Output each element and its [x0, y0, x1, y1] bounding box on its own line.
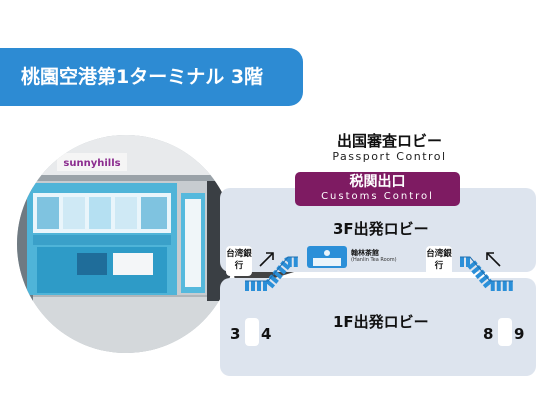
shop-sign-text: sunnyhills — [63, 158, 120, 169]
floor-1f-area — [220, 278, 536, 376]
bank-right: 台湾銀行 — [426, 246, 452, 276]
customs-exit-en: Customs Control — [321, 191, 434, 202]
gate-right-marker — [498, 318, 512, 346]
passport-control-jp: 出国審査ロビー — [336, 132, 442, 150]
title-banner: 桃園空港第1ターミナル 3階 — [0, 48, 303, 106]
gate-9-label: 9 — [514, 325, 525, 343]
counter-icon — [313, 250, 341, 266]
escalator-left-icon — [245, 256, 298, 291]
floor-1f-label: 1F出発ロビー — [333, 313, 429, 331]
gate-left-marker — [245, 318, 259, 346]
passport-control-en: Passport Control — [332, 150, 447, 163]
escalator-right-icon — [460, 256, 513, 291]
floor-3f-label: 3F出発ロビー — [333, 220, 429, 238]
gate-8-label: 8 — [483, 325, 494, 343]
customs-exit-box: 税関出口 Customs Control — [295, 172, 460, 206]
arrow-up-left-right-icon — [486, 252, 501, 267]
page-title: 桃園空港第1ターミナル 3階 — [21, 66, 264, 88]
gate-4-label: 4 — [261, 325, 272, 343]
shop-marker-icon — [307, 246, 347, 268]
shop-name-en: (Hanlin Tea Room) — [351, 257, 397, 263]
shop-name-jp: 翰林茶館 — [351, 249, 379, 257]
arrow-up-right-left-icon — [259, 252, 274, 267]
bank-left: 台湾銀行 — [226, 246, 252, 276]
gate-3-label: 3 — [230, 325, 241, 343]
customs-exit-jp: 税関出口 — [349, 174, 406, 190]
